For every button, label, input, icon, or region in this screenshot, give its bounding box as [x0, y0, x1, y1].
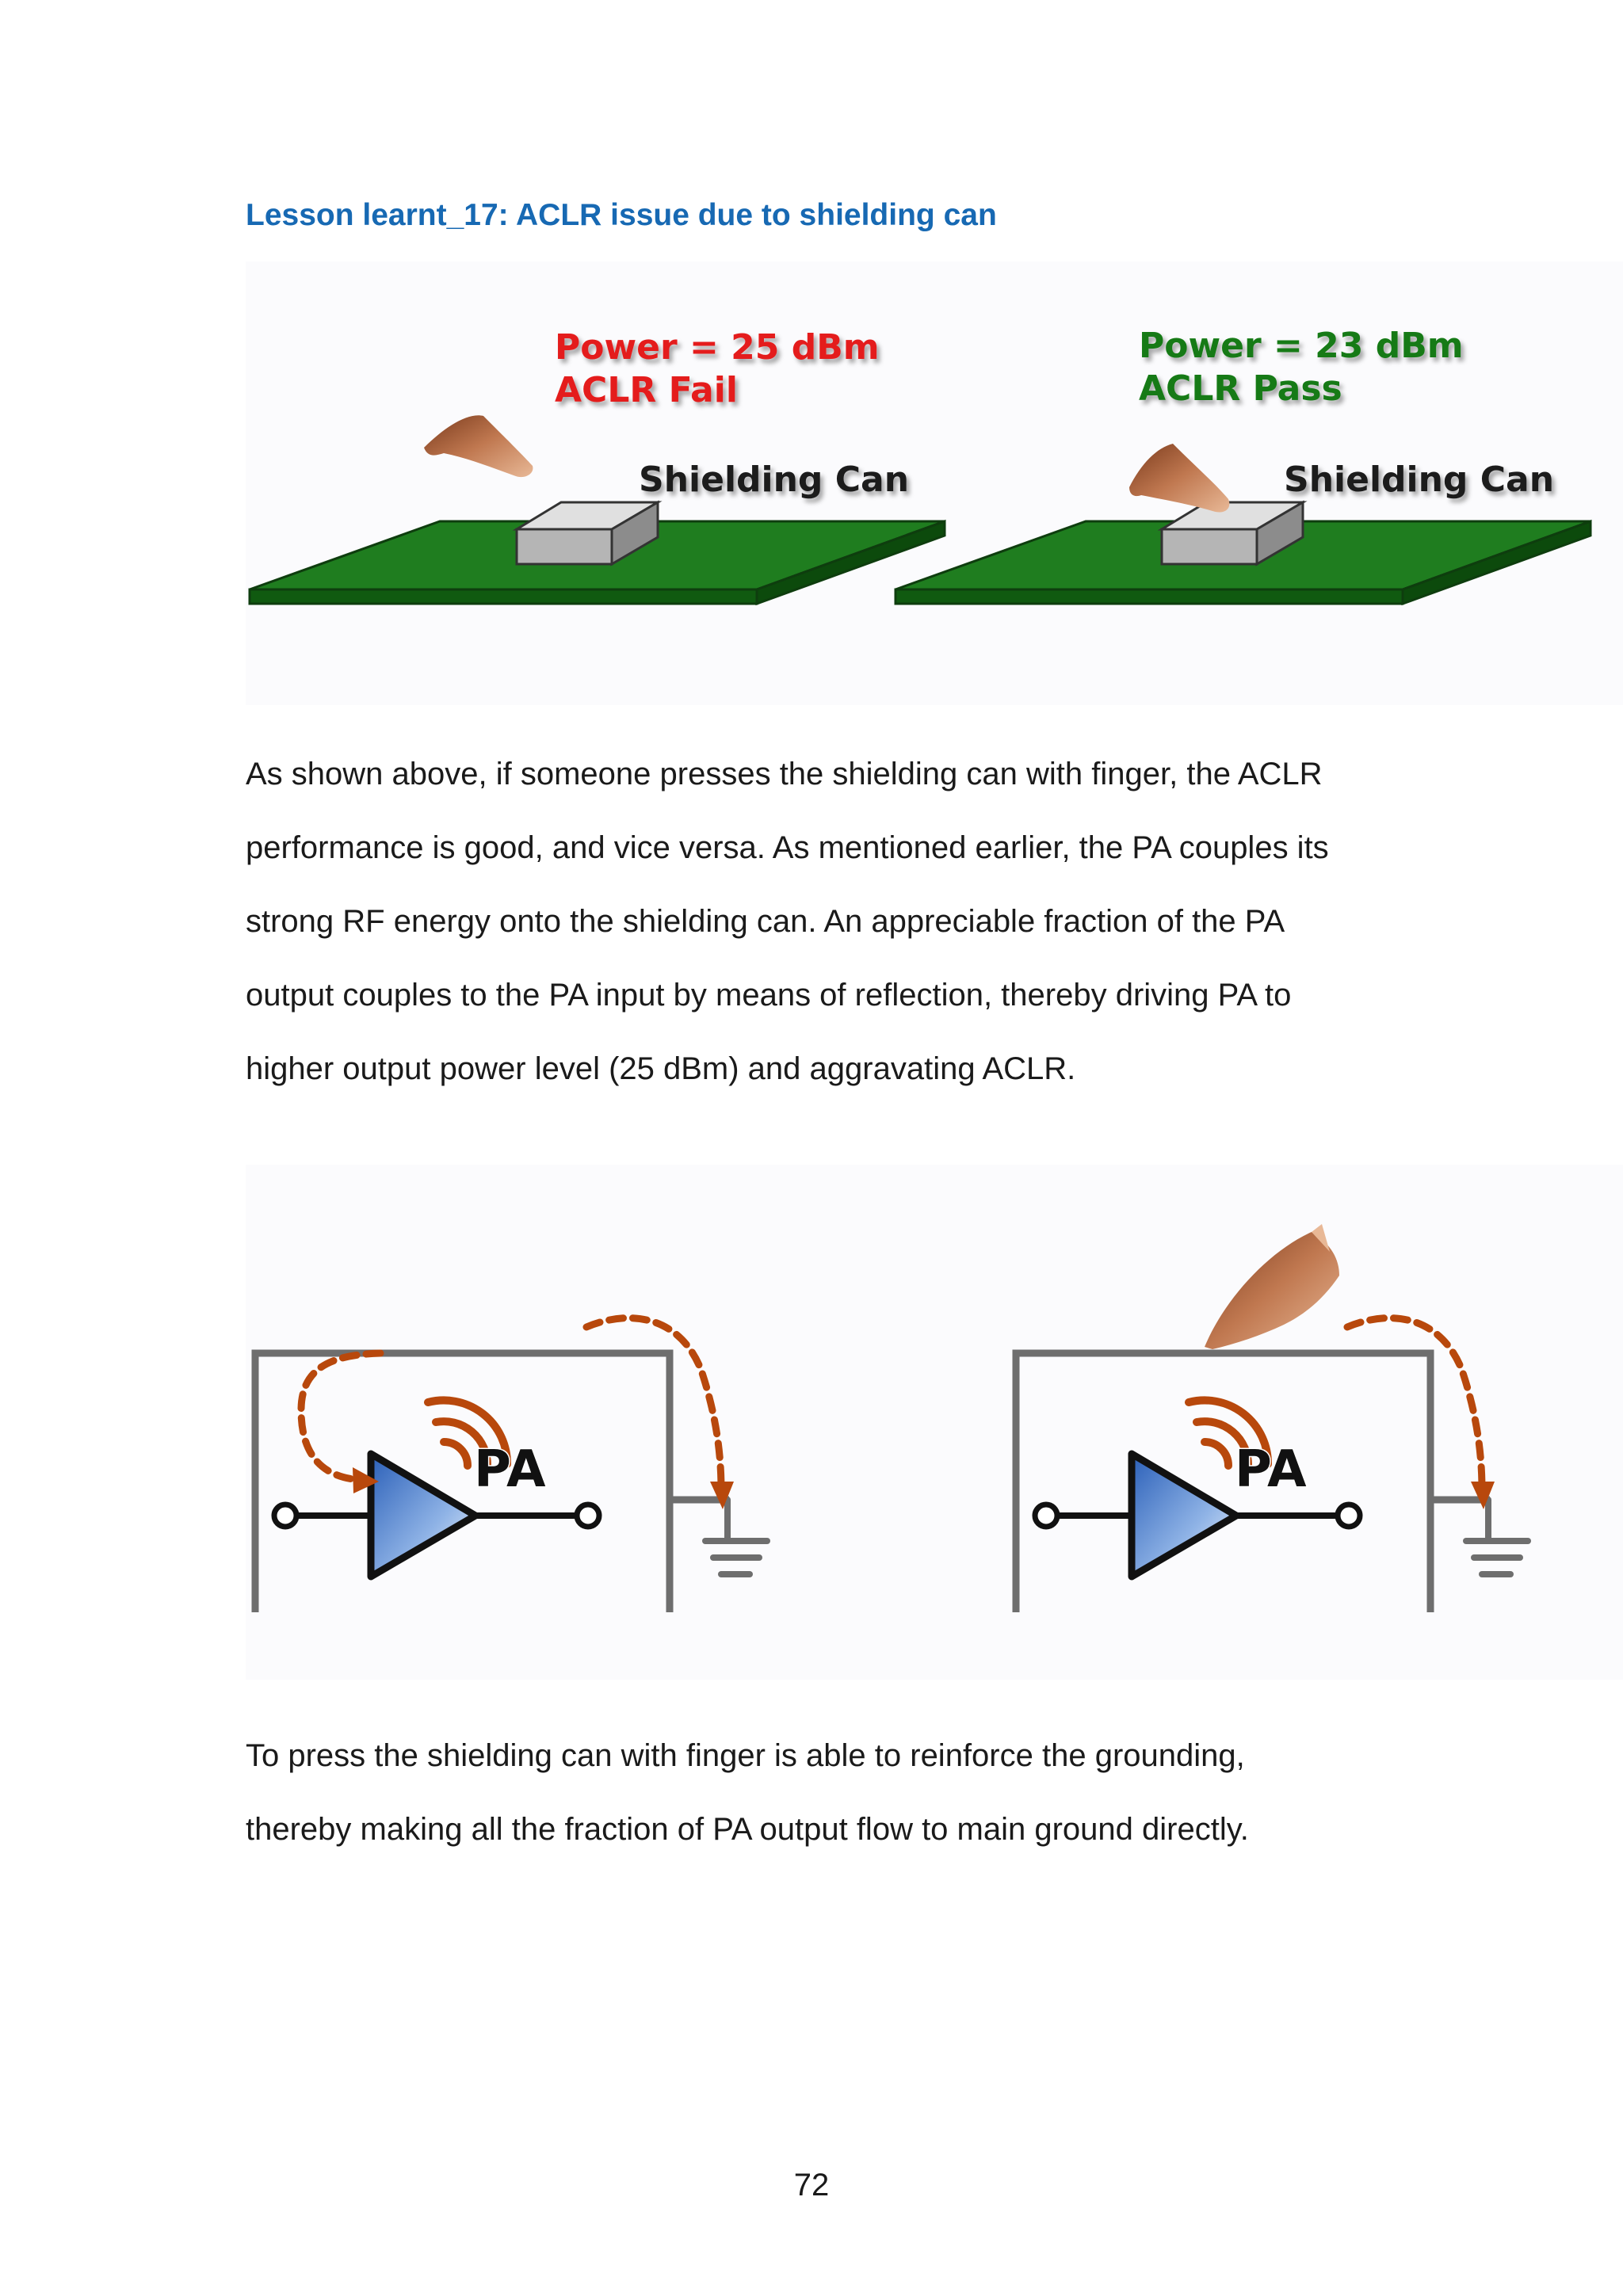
- finger-pressing-icon: [1205, 1224, 1339, 1349]
- paragraph-line: As shown above, if someone presses the s…: [246, 757, 1323, 791]
- paragraph-line: To press the shielding can with finger i…: [246, 1738, 1245, 1773]
- reflection-arrow-icon: [297, 1349, 384, 1484]
- paragraph-line: strong RF energy onto the shielding can.…: [246, 904, 1285, 939]
- radiation-waves-icon: [424, 1396, 512, 1470]
- input-terminal-icon: [271, 1501, 300, 1530]
- shielding-can-outline: [251, 1349, 674, 1612]
- right-pa-label: PA: [1235, 1440, 1307, 1499]
- shielding-can-outline: [1012, 1349, 1434, 1612]
- ground-icon: [1463, 1497, 1531, 1577]
- page-number: 72: [793, 2168, 830, 2203]
- ground-icon: [702, 1497, 770, 1577]
- figure1-background: [246, 261, 1623, 705]
- amplifier-icon: [1128, 1450, 1240, 1581]
- ground-flow-arrow-icon: [1343, 1314, 1486, 1493]
- figure1-right-panel: Power = 23 dBm ACLR Pass Shielding Can: [894, 326, 1592, 606]
- input-terminal-icon: [1032, 1501, 1060, 1530]
- paragraph-line: thereby making all the fraction of PA ou…: [246, 1812, 1249, 1847]
- right-power-label: Power = 23 dBm: [1139, 326, 1464, 366]
- paragraph-2: To press the shielding can with finger i…: [246, 1719, 1434, 1867]
- left-power-label: Power = 25 dBm: [555, 327, 880, 368]
- left-can-label: Shielding Can: [639, 460, 909, 500]
- paragraph-line: higher output power level (25 dBm) and a…: [246, 1051, 1076, 1086]
- output-terminal-icon: [574, 1501, 602, 1530]
- paragraph-line: output couples to the PA input by means …: [246, 978, 1292, 1013]
- finger-pressing-icon: [1129, 444, 1230, 513]
- radiation-waves-icon: [1185, 1396, 1273, 1470]
- paragraph-line: performance is good, and vice versa. As …: [246, 830, 1329, 865]
- right-aclr-label: ACLR Pass: [1139, 368, 1342, 409]
- section-heading: Lesson learnt_17: ACLR issue due to shie…: [246, 198, 997, 232]
- shielding-can-icon: [1157, 500, 1308, 566]
- amplifier-icon: [367, 1450, 479, 1581]
- output-terminal-icon: [1335, 1501, 1363, 1530]
- shielding-can-icon: [512, 500, 663, 566]
- left-pa-label: PA: [474, 1440, 546, 1499]
- figure2-right-circuit: PA: [1012, 1224, 1531, 1612]
- paragraph-1: As shown above, if someone presses the s…: [246, 738, 1434, 1106]
- figure2-background: [246, 1165, 1623, 1680]
- left-aclr-label: ACLR Fail: [555, 370, 738, 410]
- figure2-left-circuit: PA: [251, 1314, 770, 1612]
- ground-flow-arrow-icon: [582, 1314, 725, 1493]
- figure1-left-panel: Power = 25 dBm ACLR Fail Shielding Can: [248, 327, 946, 606]
- finger-icon: [424, 415, 533, 478]
- right-can-label: Shielding Can: [1284, 460, 1554, 500]
